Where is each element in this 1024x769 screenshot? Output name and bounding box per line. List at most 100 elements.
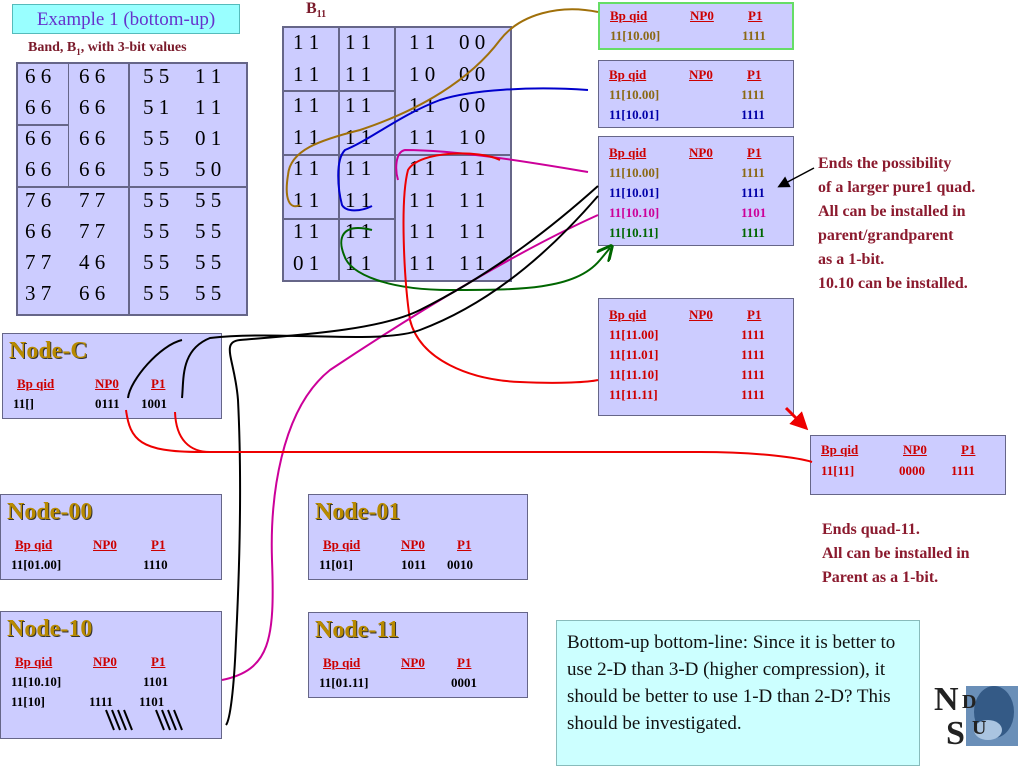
p1-value: 0001 xyxy=(451,675,477,690)
p1-value: 0010 xyxy=(447,557,473,572)
p1-value: 1111 xyxy=(741,107,765,122)
qid-value: 11[10.10] xyxy=(11,674,62,689)
header-np0: NP0 xyxy=(903,442,927,457)
node-title: Node-01 xyxy=(315,499,401,525)
grid-cell-value: 5 5 xyxy=(195,188,222,212)
qid-value: 11[10.00] xyxy=(610,28,661,43)
grid-cell-value: 1 1 xyxy=(459,156,486,180)
grid-cell-value: 1 1 xyxy=(293,219,320,243)
svg-text:S: S xyxy=(946,715,965,752)
p1-value: 1111 xyxy=(741,165,765,180)
grid-cell-value: 1 1 xyxy=(293,124,320,149)
p1-value: 1101 xyxy=(741,205,767,220)
ndsu-logo: N D S U xyxy=(932,672,1022,764)
header-bpqid: Bp qid xyxy=(323,655,361,670)
qid-box-5: Bp qid NP0 P1 11[11] 0000 1111 xyxy=(810,435,1006,495)
grid-cell-value: 6 6 xyxy=(79,126,106,150)
p1-value: 1111 xyxy=(741,327,765,342)
header-p1: P1 xyxy=(747,307,762,322)
grid-cell-value: 4 6 xyxy=(79,250,106,274)
p1-value: 1111 xyxy=(741,185,765,200)
band-label-suffix: , with 3-bit values xyxy=(80,40,187,55)
grid-cell-value: 1 1 xyxy=(345,61,372,86)
node-01: Node-01 Bp qid NP0 P1 11[01] 1011 0010 xyxy=(308,494,528,580)
header-p1: P1 xyxy=(747,145,762,160)
note-line: All can be installed in xyxy=(818,203,966,220)
note-line: Parent as a 1-bit. xyxy=(822,569,939,586)
qid-value: 11[01.00] xyxy=(11,557,62,572)
grid-cell-value: 1 1 xyxy=(459,219,486,243)
svg-text:D: D xyxy=(962,691,976,713)
grid-cell-value: 5 5 xyxy=(143,157,170,181)
b11-label: B11 xyxy=(306,0,326,20)
header-bpqid: Bp qid xyxy=(821,442,859,457)
bottom-note: Bottom-up bottom-line: Since it is bette… xyxy=(556,620,920,766)
grid-cell-value: 0 0 xyxy=(459,93,486,117)
p1-value: 1110 xyxy=(143,557,168,572)
grid-cell-value: 1 1 xyxy=(345,30,372,54)
qid-value: 11[11.10] xyxy=(609,367,659,382)
grid-cell-value: 6 6 xyxy=(25,64,52,88)
header-np0: NP0 xyxy=(401,537,425,552)
header-p1: P1 xyxy=(747,67,762,82)
header-p1: P1 xyxy=(457,655,472,670)
slide-title: Example 1 (bottom-up) xyxy=(12,4,240,34)
grid-cell-value: 1 1 xyxy=(345,250,372,275)
np0-value: 0111 xyxy=(95,396,120,411)
p1-value: 1111 xyxy=(951,463,975,478)
grid-cell-value: 3 7 xyxy=(25,281,52,305)
header-p1: P1 xyxy=(457,537,472,552)
qid-value: 11[11.01] xyxy=(609,347,659,362)
grid-cell-value: 5 1 xyxy=(143,95,170,119)
grid-cell-value: 1 1 xyxy=(409,93,436,117)
grid-cell-value: 6 6 xyxy=(79,157,106,181)
ndsu-logo-graphic: N D S U xyxy=(934,681,1018,752)
header-np0: NP0 xyxy=(93,654,117,669)
qid-value: 11[10.00] xyxy=(609,165,660,180)
b11-label-sub: 11 xyxy=(316,9,327,21)
header-bpqid: Bp qid xyxy=(15,654,53,669)
grid-cell-value: 5 0 xyxy=(195,157,222,181)
grid-cell-value: 5 5 xyxy=(143,281,170,305)
node-11: Node-11 Bp qid NP0 P1 11[01.11] 0001 xyxy=(308,612,528,698)
header-np0: NP0 xyxy=(689,145,713,160)
note-line: as a 1-bit. xyxy=(818,251,885,268)
np0-value: 1111 xyxy=(89,694,113,709)
grid-cell-value: 1 0 xyxy=(459,124,486,149)
grid-cell-value: 1 1 xyxy=(345,124,372,149)
grid-cell-value: 7 7 xyxy=(79,188,106,212)
np0-value: 0000 xyxy=(899,463,925,478)
grid-cell-value: 6 6 xyxy=(79,95,106,119)
p1-value: 1001 xyxy=(141,396,167,411)
grid-cell-value: 1 1 xyxy=(459,187,486,212)
grid-cell-value: 5 5 xyxy=(195,250,222,274)
grid-cell-value: 1 1 xyxy=(409,187,436,212)
grid-cell-value: 5 5 xyxy=(143,219,170,243)
grid-cell-value: 1 1 xyxy=(409,124,436,149)
header-bpqid: Bp qid xyxy=(17,376,55,391)
node-00: Node-00 Bp qid NP0 P1 11[01.00] 1110 xyxy=(0,494,222,580)
grid-cell-value: 1 1 xyxy=(293,156,320,180)
qid-value: 11[11] xyxy=(821,463,855,478)
header-p1: P1 xyxy=(151,537,166,552)
grid-cell-value: 7 7 xyxy=(79,219,106,243)
node-c: Node-C Bp qid NP0 P1 11[] 0111 1001 xyxy=(2,333,222,419)
p1-value: 1101 xyxy=(143,674,169,689)
grid-cell-value: 6 6 xyxy=(25,95,52,119)
grid-cell-value: 5 5 xyxy=(143,126,170,150)
grid-cell-value: 1 1 xyxy=(345,156,372,180)
grid-cell-value: 1 0 xyxy=(409,61,436,86)
grid-cell-value: 1 1 xyxy=(293,93,320,117)
node-10: Node-10 Bp qid NP0 P1 11[10.10] 1101 11[… xyxy=(0,611,222,739)
qid-value: 11[10.11] xyxy=(609,225,659,240)
p1-value: 1111 xyxy=(741,225,765,240)
grid-cell-value: 6 6 xyxy=(79,64,106,88)
grid-cell-value: 5 5 xyxy=(143,188,170,212)
header-np0: NP0 xyxy=(689,67,713,82)
grid-cell-value: 1 1 xyxy=(293,30,320,54)
grid-cell-value: 1 1 xyxy=(409,156,436,180)
grid-cell-value: 1 1 xyxy=(409,30,436,54)
grid-cell-value: 6 6 xyxy=(79,281,106,305)
grid-cell-value: 0 0 xyxy=(459,61,486,86)
